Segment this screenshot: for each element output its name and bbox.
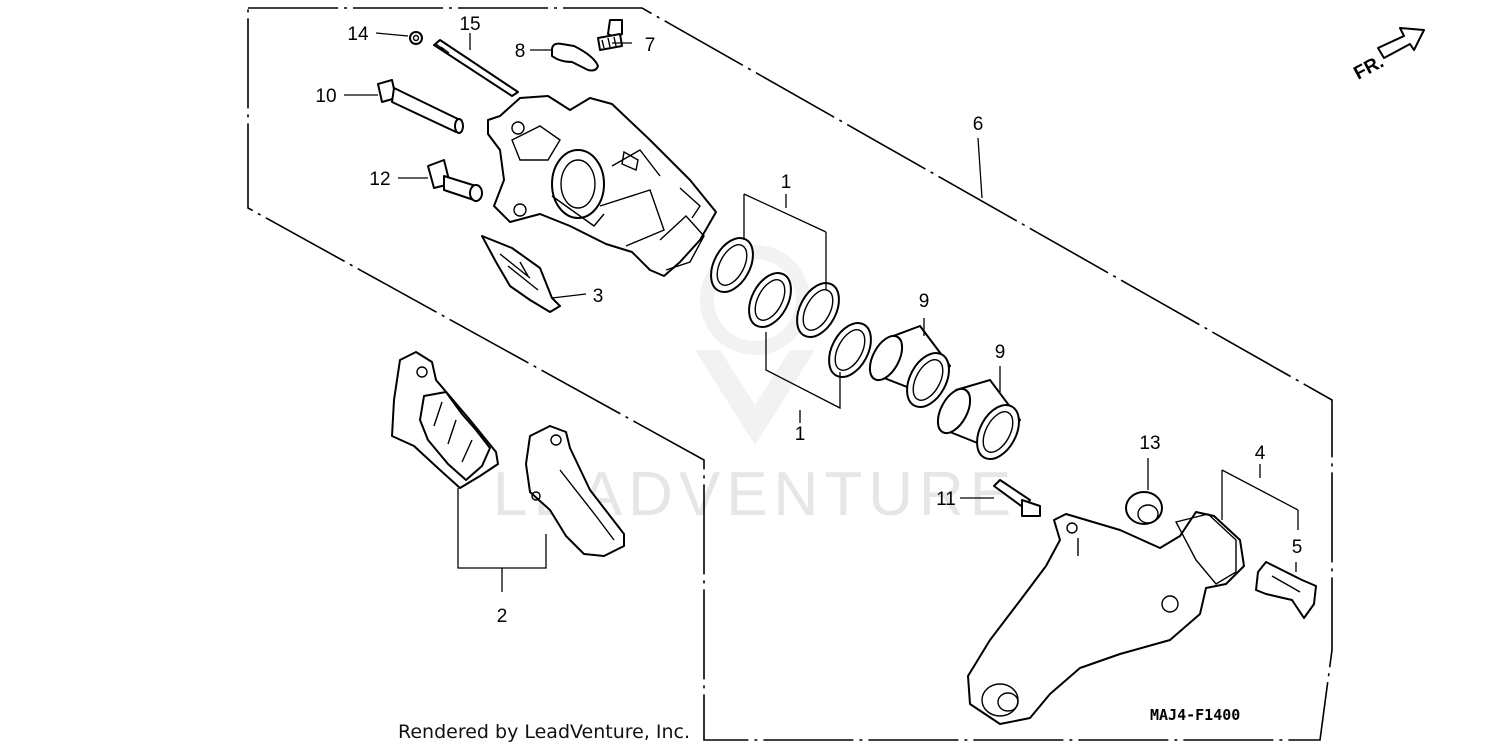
part-3-pad-spring	[481, 235, 561, 313]
part-5-retainer-clip	[1255, 561, 1317, 619]
callout-11: 11	[936, 489, 956, 510]
front-direction-label: FR.	[1350, 52, 1387, 85]
callout-14: 14	[347, 24, 369, 45]
callout-13: 13	[1139, 433, 1160, 454]
part-14-nut	[409, 31, 423, 45]
callout-labels: 14 15 8 7 10 12 3 1 1 2 9 9 6 11 13 4 5	[315, 14, 1302, 627]
callout-8: 8	[515, 41, 526, 62]
leader-lines	[344, 32, 1299, 592]
assembly-boundary-frame	[247, 7, 1333, 741]
part-4-caliper-bracket	[967, 511, 1245, 725]
part-12-bolt	[427, 159, 483, 202]
callout-5: 5	[1292, 537, 1303, 558]
callout-15: 15	[459, 14, 480, 35]
part-1-seal-set	[710, 237, 872, 378]
part-7-bleeder-valve	[597, 19, 623, 51]
front-direction-indicator: FR.	[1350, 27, 1425, 85]
callout-1-upper: 1	[781, 172, 792, 193]
callout-2: 2	[497, 606, 508, 627]
callout-7: 7	[645, 35, 656, 56]
caliper-body	[487, 95, 717, 277]
callout-6: 6	[973, 114, 984, 135]
front-arrow-icon	[1377, 27, 1425, 59]
part-11-bolt	[993, 479, 1041, 517]
part-2-brake-pad-set	[391, 351, 625, 557]
callout-3: 3	[593, 286, 604, 307]
part-8-bleeder-cap	[551, 42, 599, 72]
render-credit: Rendered by LeadVenture, Inc.	[398, 721, 690, 743]
part-15-pin	[433, 39, 519, 97]
callout-9-upper: 9	[919, 291, 930, 312]
part-13-boot	[1125, 491, 1163, 525]
part-9-piston-a	[868, 325, 951, 408]
callout-10: 10	[315, 86, 336, 107]
part-9-piston-b	[936, 379, 1021, 460]
part-10-slide-pin-bolt	[377, 79, 464, 134]
callout-4: 4	[1255, 443, 1266, 464]
callout-9-lower: 9	[995, 342, 1006, 363]
callout-12: 12	[369, 169, 390, 190]
diagram-code: MAJ4-F1400	[1150, 706, 1240, 724]
callout-1-lower: 1	[795, 424, 806, 445]
